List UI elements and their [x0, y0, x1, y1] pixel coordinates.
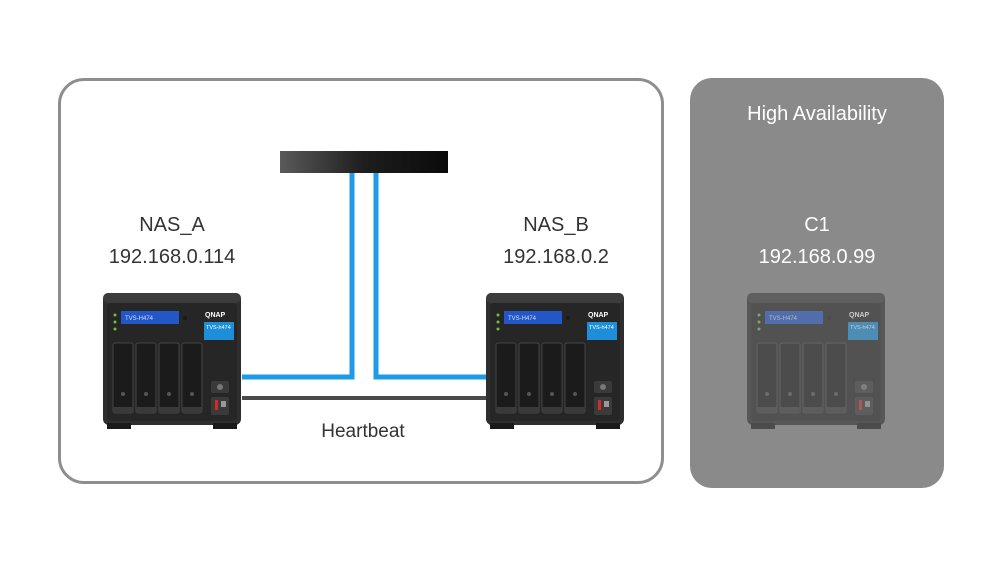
- nas-b-ip: 192.168.0.2: [503, 246, 609, 268]
- device-screen-text: TVS-H474: [769, 316, 798, 322]
- qnap-logo: QNAP: [849, 312, 870, 319]
- nas-a-ip: 192.168.0.114: [108, 246, 236, 268]
- ha-node-ip: 192.168.0.99: [758, 246, 876, 268]
- heartbeat-label: Heartbeat: [321, 421, 405, 442]
- network-switch: [280, 151, 448, 173]
- device-screen-text: TVS-H474: [125, 316, 154, 322]
- device-model-badge: TVS-h474: [589, 325, 614, 331]
- nas-b-name: NAS_B: [523, 214, 589, 236]
- ha-node-name: C1: [804, 214, 830, 236]
- device-model-badge: TVS-h474: [850, 325, 875, 331]
- qnap-logo: QNAP: [205, 312, 226, 319]
- device-screen-text: TVS-H474: [508, 316, 537, 322]
- network-cable-b: [373, 173, 486, 380]
- nas-a-device: TVS-H474 QNAP TVS-h474: [103, 293, 241, 429]
- ha-title: High Availability: [747, 103, 887, 125]
- ha-node-device: TVS-H474 QNAP TVS-h474: [747, 293, 885, 429]
- device-model-badge: TVS-h474: [206, 325, 231, 331]
- nas-b-device: TVS-H474 QNAP TVS-h474: [486, 293, 624, 429]
- nas-a-name: NAS_A: [139, 214, 205, 236]
- network-cable-a: [242, 173, 355, 380]
- qnap-logo: QNAP: [588, 312, 609, 319]
